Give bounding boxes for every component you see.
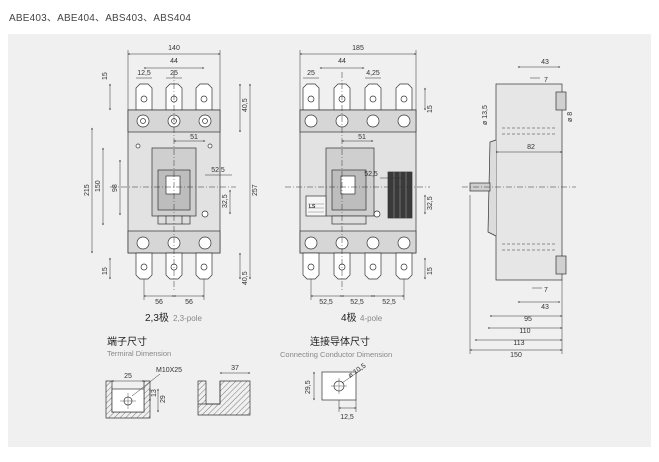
- dim-label: 7: [544, 77, 548, 84]
- dim-label: 15: [427, 267, 434, 275]
- dim-label: ø 13,5: [482, 105, 489, 125]
- front-view-3pole: [110, 72, 236, 292]
- caption-3pole-sub: 2,3-pole: [173, 314, 202, 323]
- dim-label: 82: [527, 144, 535, 151]
- dim-label: 15: [427, 105, 434, 113]
- dim-label: 52,5: [382, 299, 396, 306]
- dims-front4-lines: [299, 50, 426, 300]
- dim-label: 12,5: [137, 70, 151, 77]
- dim-label: 43: [541, 59, 549, 66]
- dim-label: 44: [170, 58, 178, 65]
- brand-logo-text: LS: [309, 204, 316, 210]
- terminal-drawing: [105, 380, 251, 419]
- dim-label: 40,5: [242, 98, 249, 112]
- dim-label: 140: [168, 45, 180, 52]
- front-view-4pole: [285, 72, 430, 292]
- side-view: [462, 83, 576, 281]
- dims-side-text: 43 7 ø 13,5 ø 8 82 7 43 95 110 113 150: [482, 59, 574, 359]
- dims-front4-text: 185 44 25 4,25 15 51 52,5 32,5 15 52,5 5…: [307, 45, 434, 306]
- dim-label: 37: [231, 365, 239, 372]
- dim-label: ø 10,5: [347, 362, 367, 379]
- dim-label: 13: [151, 389, 158, 397]
- dim-label: ø 8: [567, 112, 574, 122]
- conductor-title-en: Connecting Conductor Dimension: [280, 350, 392, 359]
- dim-label: 257: [252, 184, 259, 196]
- dim-label: 52,5: [319, 299, 333, 306]
- page-title: ABE403、ABE404、ABS403、ABS404: [9, 13, 192, 24]
- dim-label: 98: [112, 184, 119, 192]
- dim-label: 15: [102, 72, 109, 80]
- terminal-title-cn: 端子尺寸: [107, 335, 147, 348]
- dim-label: 52,5: [211, 167, 225, 174]
- caption-4pole-sub: 4-pole: [360, 314, 383, 323]
- caption-3pole: 2,3极: [145, 311, 169, 324]
- dim-label: 12,5: [340, 414, 354, 421]
- terminal-title-en: Termiral Dimension: [107, 349, 171, 358]
- dim-label: 215: [84, 184, 91, 196]
- dim-label: 29: [160, 395, 167, 403]
- conductor-drawing: [321, 371, 357, 401]
- dim-label: 40,5: [242, 271, 249, 285]
- dim-label: 51: [358, 134, 366, 141]
- bottom-terminals-3pole: [135, 252, 213, 280]
- dim-label: 52,5: [350, 299, 364, 306]
- dim-label: 56: [185, 299, 193, 306]
- dim-label: 150: [510, 352, 522, 359]
- side-body: [495, 83, 563, 281]
- dim-label: 150: [95, 180, 102, 192]
- dim-label: 32,5: [427, 196, 434, 210]
- dim-label: 51: [190, 134, 198, 141]
- dims-side-lines: [469, 66, 563, 354]
- dim-label: 95: [524, 316, 532, 323]
- dims-front3-lines: [91, 50, 251, 300]
- dims-terminal-text: 25 M10X25 13 29 37: [124, 365, 239, 403]
- conductor-title-cn: 连接导体尺寸: [310, 335, 370, 348]
- dims-conductor-lines: [313, 368, 363, 412]
- dim-label: 32,5: [222, 194, 229, 208]
- dim-label: 25: [307, 70, 315, 77]
- dims-front3-text: 140 44 12,5 25 15 40,5 257 215 150 98 51…: [84, 45, 259, 306]
- dim-label: 44: [338, 58, 346, 65]
- dim-label: 15: [102, 267, 109, 275]
- dim-label: 110: [519, 328, 530, 335]
- dim-label: 29,5: [305, 380, 312, 394]
- dims-terminal-lines: [111, 372, 251, 413]
- dim-label: 25: [170, 70, 178, 77]
- dim-label: 185: [352, 45, 364, 52]
- bottom-terminals-4pole: [302, 252, 413, 280]
- top-terminals-4pole: [302, 83, 413, 111]
- caption-4pole: 4极: [341, 311, 357, 324]
- dim-label: 43: [541, 304, 549, 311]
- dim-label: 56: [155, 299, 163, 306]
- dim-label: 7: [544, 287, 548, 294]
- dim-label: 52,5: [364, 171, 378, 178]
- dim-label: 25: [124, 373, 132, 380]
- dim-label: 4,25: [366, 70, 380, 77]
- dim-label: M10X25: [156, 367, 182, 374]
- dim-label: 113: [513, 340, 524, 347]
